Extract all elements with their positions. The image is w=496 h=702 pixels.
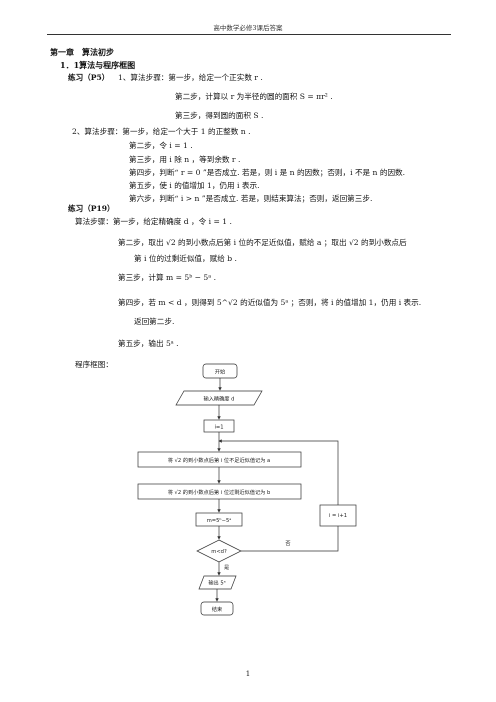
ex3-line-4: 第三步，计算 m = 5ᵇ − 5ᵃ . <box>118 273 217 282</box>
step-b-box <box>137 483 302 500</box>
ex1-line-2: 第二步，计算以 r 为半径的圆的面积 S = πr² . <box>175 92 333 101</box>
end-text: 结束 <box>212 605 222 613</box>
ex3-line-2: 第二步，取出 √2 的到小数点后第 i 位的不足近似值，赋给 a ；取出 √2 … <box>118 238 407 247</box>
calc-text: m=5ᵇ−5ᵃ <box>207 518 232 524</box>
exercise-label-p5: 练习（P5） <box>68 73 110 82</box>
input-box <box>175 390 263 406</box>
ex3-line-5: 第四步，若 m < d ，则得到 5^√2 的近似值为 5ᵃ ；否则，将 i 的… <box>118 298 422 307</box>
page-header: 高中数学必修3课后答案 <box>213 24 283 32</box>
start-text: 开始 <box>215 368 226 376</box>
step-a-text: 将 √2 的到小数点后第 i 位不足近似值记为 a <box>168 456 270 464</box>
no-branch-line <box>241 526 339 552</box>
end-terminal <box>200 601 234 616</box>
page-number: 1 <box>245 670 251 678</box>
ex2-line-4: 第四步，判断“ r = 0 ”是否成立. 若是，则 i 是 n 的因数；否则，i… <box>129 168 406 177</box>
ex2-line-5: 第五步，使 i 的值增加 1，仍用 i 表示. <box>129 181 260 190</box>
input-text: 输入精确度 d <box>204 395 235 403</box>
init-text: i=1 <box>214 425 223 431</box>
step-a-box <box>137 451 302 468</box>
chapter-title: 第一章 算法初步 <box>50 47 114 57</box>
yes-label: 是 <box>224 564 229 571</box>
section-title: 1．1算法与程序框图 <box>60 60 136 70</box>
header-rule <box>47 34 451 35</box>
ex1-line-1: 1、算法步骤：第一步，给定一个正实数 r . <box>118 73 263 82</box>
ex3-line-3: 第 i 位的过剩近似值，赋给 b . <box>134 254 237 263</box>
output-box <box>198 575 237 590</box>
ex2-line-6: 第六步，判断“ i > n ”是否成立. 若是，则结束算法；否则，返回第三步. <box>129 194 373 203</box>
increment-text: i = i+1 <box>329 513 347 519</box>
ex3-line-7: 第五步，输出 5ᵃ . <box>118 339 179 348</box>
flowchart-label: 程序框图： <box>75 360 113 369</box>
ex2-line-3: 第三步，用 i 除 n ，等到余数 r . <box>129 155 241 164</box>
exercise-label-p19: 练习（P19） <box>68 204 115 213</box>
decision-text: m<d? <box>211 549 227 555</box>
ex3-line-1: 算法步骤：第一步，给定精确度 d ，令 i = 1 . <box>75 217 232 226</box>
ex3-line-6: 返回第二步. <box>134 317 175 326</box>
step-b-text: 将 √2 的到小数点后第 i 位过剩近似值记为 b <box>168 488 271 496</box>
ex2-line-2: 第二步，令 i = 1 . <box>129 141 193 150</box>
ex1-line-3: 第三步，得到圆的面积 S . <box>175 111 264 120</box>
no-label: 否 <box>285 540 290 547</box>
ex2-line-1: 2、算法步骤：第一步，给定一个大于 1 的正整数 n . <box>72 127 251 136</box>
output-text: 输出 5ᵃ <box>208 579 225 587</box>
loop-back-line <box>218 439 339 505</box>
